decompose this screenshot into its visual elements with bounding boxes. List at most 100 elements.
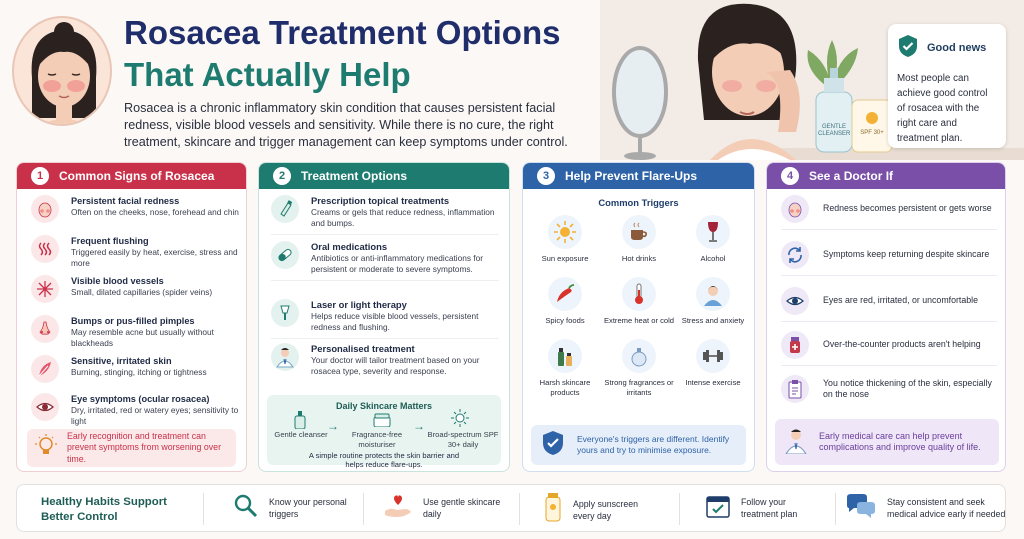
trigger-label: Extreme heat or cold	[603, 316, 675, 325]
treatment-desc: Antibiotics or anti-inflammatory medicat…	[311, 253, 483, 274]
footer-item: Follow your treatment plan	[705, 493, 825, 524]
footer-divider	[519, 493, 520, 525]
trigger-item: Alcohol	[675, 215, 751, 264]
treatment-desc: Your doctor will tailor treatment based …	[311, 355, 480, 376]
doctor-note-text: Early medical care can help prevent comp…	[819, 430, 981, 453]
capsule-icon	[271, 241, 299, 269]
thermometer-icon	[622, 277, 656, 311]
footer-item-text: Stay consistent and seek medical advice …	[887, 497, 1006, 519]
eye-icon	[781, 287, 809, 315]
blood-vessels-icon	[31, 275, 59, 303]
good-news-card: Good news Most people can achieve good c…	[888, 24, 1006, 148]
prevent-number: 3	[537, 167, 555, 185]
sun-icon	[548, 215, 582, 249]
dumbbell-icon	[696, 339, 730, 373]
trigger-item: Stress and anxiety	[675, 277, 751, 326]
chili-pepper-icon	[548, 277, 582, 311]
spf-bottle-label: SPF 30+	[860, 130, 884, 136]
doctor-icon	[783, 426, 809, 459]
red-face-icon	[781, 195, 809, 223]
footer-item-text: Follow your treatment plan	[741, 497, 798, 519]
trigger-label: Strong fragrances or irritants	[604, 378, 674, 397]
sunscreen-icon	[543, 493, 563, 528]
doctor-icon	[271, 343, 299, 371]
doctor-panel: 4 See a Doctor If Redness becomes persist…	[766, 162, 1006, 472]
nose-bumps-icon	[31, 315, 59, 343]
footer-item: Stay consistent and seek medical advice …	[845, 493, 1007, 524]
sign-desc: Burning, stinging, itching or tightness	[71, 367, 207, 377]
treatment-title: Oral medications	[311, 241, 388, 252]
footer-item-text: Use gentle skincare daily	[423, 497, 501, 519]
trigger-item: Sun exposure	[527, 215, 603, 264]
skincare-box: Daily Skincare Matters Gentle cleanser →…	[267, 395, 501, 469]
hot-drink-icon	[622, 215, 656, 249]
calendar-check-icon	[705, 493, 731, 524]
trigger-item: Extreme heat or cold	[601, 277, 677, 326]
sign-desc: May resemble acne but usually without bl…	[71, 327, 214, 348]
treatments-title: Treatment Options	[301, 169, 408, 183]
sun-icon	[451, 409, 469, 432]
treatments-number: 2	[273, 167, 291, 185]
cleanser-bottle-label: GENTLE CLEANSER	[818, 124, 851, 137]
sign-title: Visible blood vessels	[71, 276, 164, 286]
doctor-item-text: You notice thickening of the skin, espec…	[823, 377, 992, 400]
signs-note: Early recognition and treatment can prev…	[27, 429, 236, 467]
trigger-item: Strong fragrances or irritants	[601, 339, 677, 397]
treatment-title: Prescription topical treatments	[311, 195, 450, 206]
magnifier-icon	[233, 493, 259, 524]
shield-check-icon	[897, 34, 919, 61]
trigger-item: Harsh skincare products	[527, 339, 603, 397]
prevent-note: Everyone's triggers are different. Ident…	[531, 425, 746, 465]
skincare-item: Gentle cleanser	[274, 430, 328, 439]
doctor-item-text: Redness becomes persistent or gets worse	[823, 203, 992, 214]
page-title-line1: Rosacea Treatment Options	[124, 14, 561, 51]
face-redness-icon	[31, 195, 59, 223]
prevent-title: Help Prevent Flare-Ups	[565, 169, 698, 183]
eye-icon	[31, 393, 59, 421]
sign-desc: Often on the cheeks, nose, forehead and …	[71, 207, 239, 217]
trigger-label: Harsh skincare products	[539, 378, 591, 397]
trigger-item: Intense exercise	[675, 339, 751, 388]
sign-title: Bumps or pus-filled pimples	[71, 316, 195, 326]
trigger-label: Spicy foods	[545, 316, 585, 325]
trigger-label: Sun exposure	[541, 254, 589, 263]
page-title-line2: That Actually Help	[124, 56, 411, 93]
arrow-right-icon: →	[413, 419, 425, 433]
trigger-label: Stress and anxiety	[681, 316, 745, 325]
footer-divider	[203, 493, 204, 525]
sign-desc: Triggered easily by heat, exercise, stre…	[71, 247, 238, 268]
healthy-habits-footer: Healthy Habits Support Better Control Kn…	[16, 484, 1006, 532]
treatments-panel: 2 Treatment Options Prescription topical …	[258, 162, 510, 472]
skincare-bottles-icon	[548, 339, 582, 373]
good-news-title: Good news	[927, 41, 987, 54]
doctor-note: Early medical care can help prevent comp…	[775, 419, 999, 465]
doctor-title: See a Doctor If	[809, 169, 894, 183]
sign-desc: Small, dilated capillaries (spider veins…	[71, 287, 213, 297]
doctor-number: 4	[781, 167, 799, 185]
sign-desc: Dry, irritated, red or watery eyes; sens…	[71, 405, 239, 426]
signs-note-text: Early recognition and treatment can prev…	[67, 430, 222, 464]
skincare-footer: A simple routine protects the skin barri…	[308, 451, 460, 469]
skincare-title: Daily Skincare Matters	[335, 401, 433, 411]
laser-device-icon	[271, 299, 299, 327]
moisturiser-jar-icon	[373, 413, 391, 432]
clipboard-icon	[781, 375, 809, 403]
treatment-desc: Creams or gels that reduce redness, infl…	[311, 207, 495, 228]
triggers-subtitle: Common Triggers	[598, 197, 679, 208]
sign-title: Eye symptoms (ocular rosacea)	[71, 394, 210, 404]
stressed-person-icon	[696, 277, 730, 311]
treatment-title: Personalised treatment	[311, 343, 415, 354]
trigger-label: Hot drinks	[621, 254, 657, 263]
sign-title: Persistent facial redness	[71, 196, 180, 206]
good-news-text: Most people can achieve good control of …	[897, 73, 988, 144]
intro-paragraph: Rosacea is a chronic inflammatory skin c…	[124, 101, 568, 149]
footer-item: Use gentle skincare daily	[383, 493, 503, 524]
heart-hand-icon	[383, 493, 413, 524]
shield-check-icon	[541, 430, 565, 461]
cream-tube-icon	[271, 195, 299, 223]
treatment-title: Laser or light therapy	[311, 299, 407, 310]
trigger-label: Intense exercise	[685, 378, 741, 387]
doctor-item-text: Eyes are red, irritated, or uncomfortabl…	[823, 295, 978, 306]
sign-title: Sensitive, irritated skin	[71, 356, 172, 366]
